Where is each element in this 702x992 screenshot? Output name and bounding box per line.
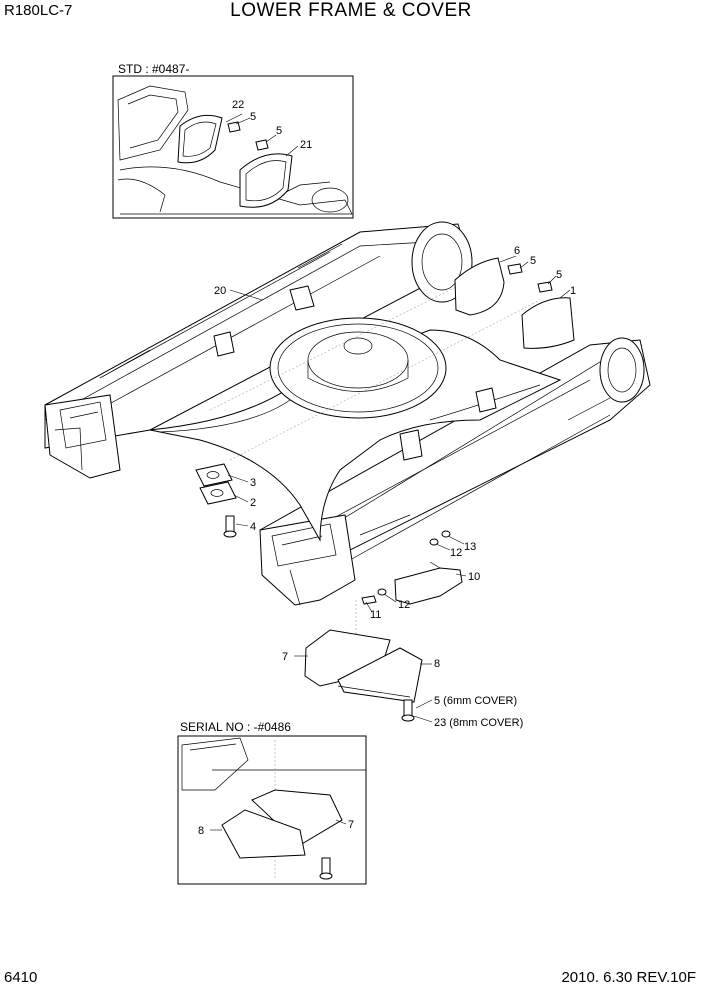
callout-11: 11 xyxy=(370,609,381,621)
callout-6: 6 xyxy=(514,245,520,257)
callout-8-main: 8 xyxy=(434,658,440,670)
serial-inset xyxy=(177,735,367,885)
callout-3: 3 xyxy=(250,477,256,489)
callout-20: 20 xyxy=(214,285,226,297)
callout-5-6mm-cover: 5 (6mm COVER) xyxy=(434,695,517,707)
callout-labels: 22 5 5 21 20 6 5 5 1 3 2 4 13 12 10 12 1… xyxy=(198,99,576,837)
callout-7-main: 7 xyxy=(282,651,288,663)
covers-7-8 xyxy=(304,629,423,722)
callout-5-idler-b: 5 xyxy=(556,269,562,281)
model-label: R180LC-7 xyxy=(4,2,73,19)
std-inset-label: STD : #0487- xyxy=(118,62,190,76)
covers-6-1 xyxy=(454,257,575,349)
callout-2: 2 xyxy=(250,497,256,509)
std-inset xyxy=(112,75,354,219)
serial-inset-label: SERIAL NO : -#0486 xyxy=(180,720,291,734)
callout-1: 1 xyxy=(570,285,576,297)
parts-10-13 xyxy=(361,530,463,605)
parts-2-3-4 xyxy=(195,463,237,538)
callout-4: 4 xyxy=(250,521,256,533)
callout-5-idler-a: 5 xyxy=(530,255,536,267)
callout-12-lower: 12 xyxy=(398,599,410,611)
callout-5-inset-b: 5 xyxy=(276,125,282,137)
callout-21: 21 xyxy=(300,139,312,151)
date-revision: 2010. 6.30 REV.10F xyxy=(561,969,696,986)
lower-frame xyxy=(44,221,651,680)
callout-8-inset: 8 xyxy=(198,825,204,837)
leader-lines xyxy=(210,113,571,831)
callout-22: 22 xyxy=(232,99,244,111)
page-title: LOWER FRAME & COVER xyxy=(230,0,472,21)
callout-12-upper: 12 xyxy=(450,547,462,559)
page-number: 6410 xyxy=(4,969,38,986)
callout-5-inset-a: 5 xyxy=(250,111,256,123)
callout-23-8mm-cover: 23 (8mm COVER) xyxy=(434,717,523,729)
callout-7-inset: 7 xyxy=(348,819,354,831)
callout-10: 10 xyxy=(468,571,480,583)
callout-13: 13 xyxy=(464,541,476,553)
